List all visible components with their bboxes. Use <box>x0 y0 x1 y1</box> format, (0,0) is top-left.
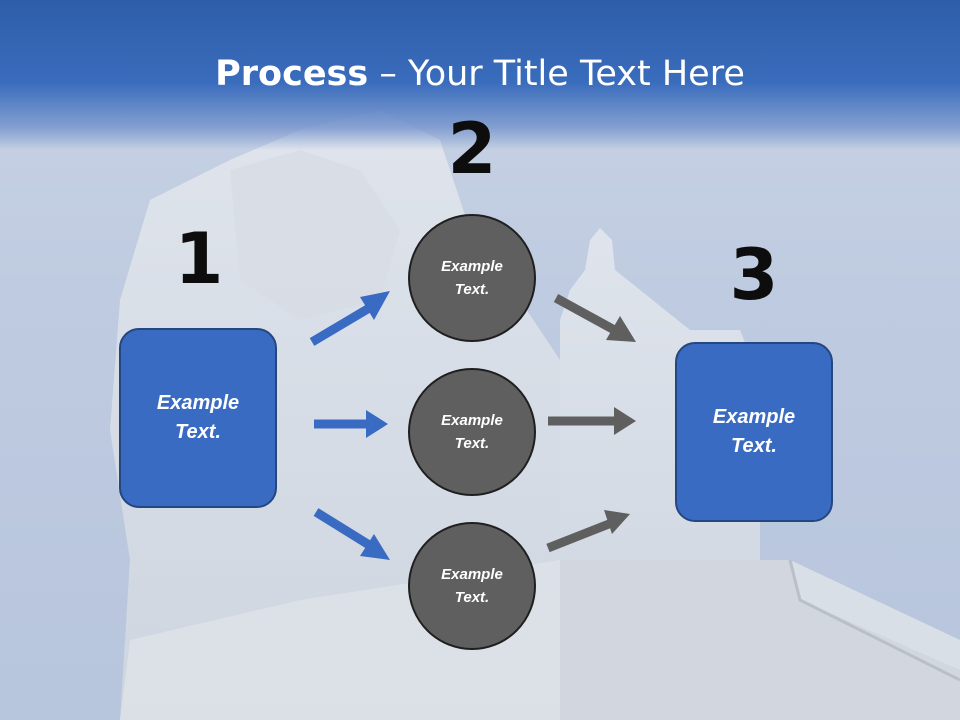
step-2-circle-middle[interactable]: Example Text. <box>408 368 536 496</box>
arrow-middle-circle-to-right <box>548 407 636 435</box>
circle-text: Example Text. <box>441 566 503 606</box>
arrow-top-circle-to-right <box>553 294 636 342</box>
step-number-1: 1 <box>174 218 224 300</box>
gray-arrows <box>546 294 636 553</box>
step-number-2: 2 <box>447 108 497 190</box>
step-2-circle-bottom[interactable]: Example Text. <box>408 522 536 650</box>
title-bar <box>0 0 960 150</box>
step-number-3: 3 <box>729 234 779 316</box>
arrow-bottom-circle-to-right <box>546 510 630 553</box>
circle-text: Example Text. <box>441 412 503 452</box>
step-1-box-text: Example Text. <box>156 392 240 443</box>
step-3-box-text: Example Text. <box>712 406 796 457</box>
arrow-left-to-bottom-circle <box>313 508 390 560</box>
title-rest-part: – Your Title Text Here <box>368 54 745 94</box>
title-bold-part: Process <box>215 54 369 94</box>
blue-arrows <box>309 291 390 560</box>
circle-text: Example Text. <box>441 258 503 298</box>
arrow-left-to-middle-circle <box>314 410 388 438</box>
slide-title: Process – Your Title Text Here <box>0 52 960 96</box>
step-1-box[interactable]: Example Text. <box>119 328 277 508</box>
step-3-box[interactable]: Example Text. <box>675 342 833 522</box>
arrow-left-to-top-circle <box>309 291 390 346</box>
step-2-circle-top[interactable]: Example Text. <box>408 214 536 342</box>
